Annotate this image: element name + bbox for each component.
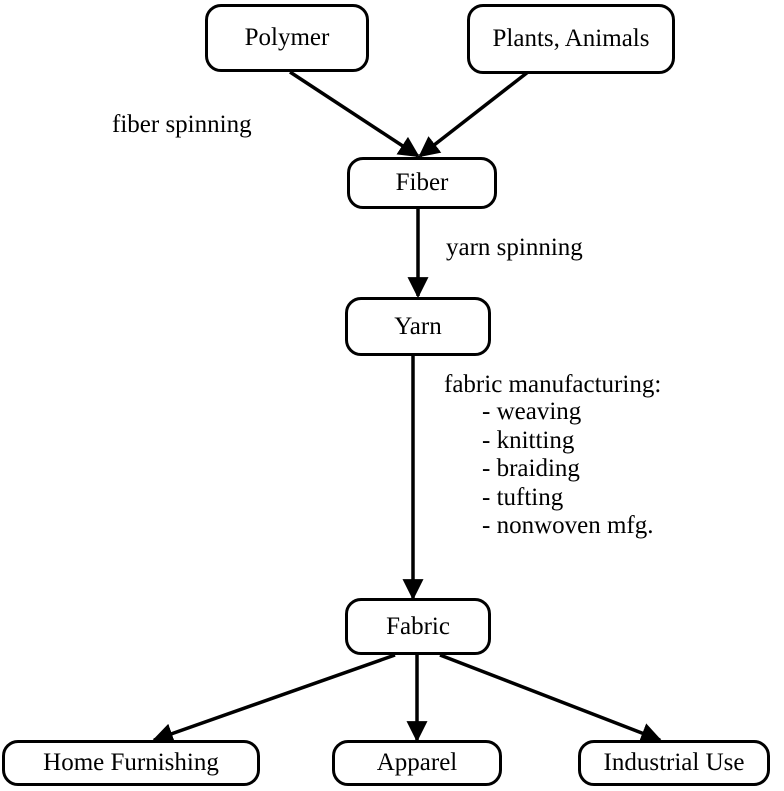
node-polymer: Polymer (205, 4, 369, 72)
node-home-furnishing-label: Home Furnishing (43, 749, 219, 776)
label-yarn-spinning: yarn spinning (446, 234, 583, 261)
arrow-fabric-to-home-furnishing (152, 653, 396, 744)
arrow-polymer-to-fiber (289, 70, 420, 158)
fabric-method-braiding: - braiding (482, 455, 580, 482)
node-apparel: Apparel (332, 740, 502, 786)
node-fiber: Fiber (347, 157, 497, 209)
label-fiber-spinning: fiber spinning (112, 111, 252, 138)
fabric-methods-list: - weaving - knitting - braiding - tuftin… (482, 398, 654, 541)
node-plants-animals: Plants, Animals (467, 4, 675, 74)
node-yarn: Yarn (345, 297, 491, 356)
node-yarn-label: Yarn (394, 312, 442, 340)
fabric-method-knitting: - knitting (482, 426, 575, 454)
label-fabric-manufacturing: fabric manufacturing: (444, 371, 662, 398)
node-fiber-label: Fiber (395, 169, 449, 196)
node-industrial-use-label: Industrial Use (603, 749, 745, 776)
fabric-method-weaving: - weaving (482, 398, 582, 425)
fabric-method-tufting: - tufting (482, 483, 564, 511)
fabric-method-nonwoven: - nonwoven mfg. (482, 512, 654, 539)
node-polymer-label: Polymer (244, 24, 330, 51)
node-plants-animals-label: Plants, Animals (492, 25, 650, 52)
node-home-furnishing: Home Furnishing (2, 740, 260, 786)
arrow-fabric-to-industrial-use (439, 653, 662, 743)
node-fabric: Fabric (345, 598, 491, 655)
node-apparel-label: Apparel (376, 749, 458, 776)
arrow-plants-to-fiber (418, 70, 530, 158)
node-industrial-use: Industrial Use (578, 740, 770, 786)
node-fabric-label: Fabric (386, 612, 450, 640)
